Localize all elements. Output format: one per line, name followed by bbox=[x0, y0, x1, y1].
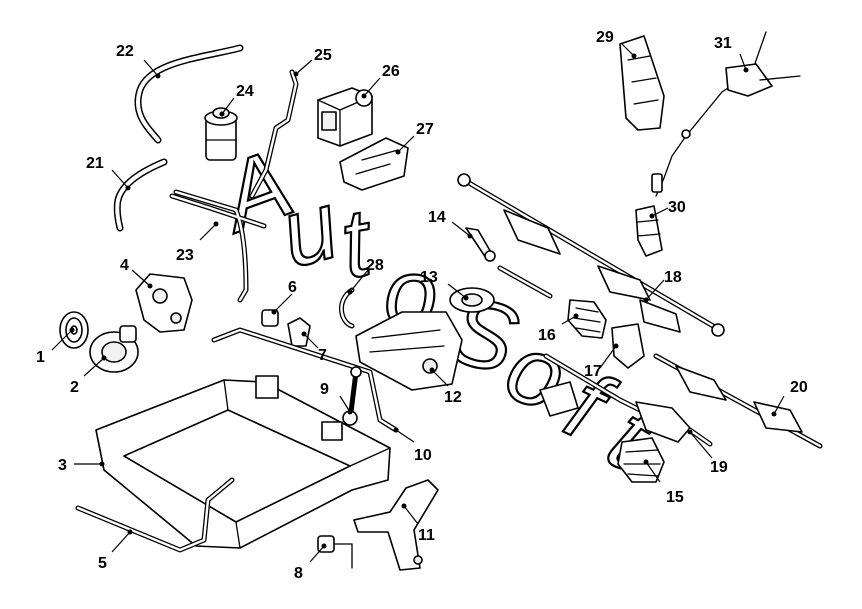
callout-28: 28 bbox=[366, 257, 384, 274]
part-18-rack bbox=[457, 173, 725, 337]
callout-13: 13 bbox=[420, 269, 438, 286]
part-4-bracket bbox=[135, 273, 193, 333]
callout-11: 11 bbox=[418, 527, 435, 544]
part-20-drive-shaft bbox=[653, 353, 823, 449]
callout-19: 19 bbox=[710, 459, 728, 476]
part-5-stabilizer-bar bbox=[75, 477, 235, 553]
part-14-tie-rod-end bbox=[465, 227, 496, 262]
callout-30: 30 bbox=[668, 199, 686, 216]
part-2-pump bbox=[89, 325, 139, 373]
callout-26: 26 bbox=[382, 63, 400, 80]
part-13-valve bbox=[449, 287, 495, 313]
callout-10: 10 bbox=[414, 447, 432, 464]
callouts: 1 2 3 4 5 6 7 8 9 10 bbox=[36, 29, 808, 582]
callout-1: 1 bbox=[36, 349, 45, 366]
part-21-hose bbox=[113, 158, 168, 232]
part-23-pipe bbox=[169, 189, 267, 303]
part-9-link bbox=[342, 366, 362, 426]
callout-6: 6 bbox=[288, 279, 297, 296]
part-3-subframe bbox=[95, 375, 391, 549]
part-22-hose bbox=[134, 44, 244, 144]
callout-25: 25 bbox=[314, 47, 332, 64]
part-29-shield bbox=[619, 35, 665, 131]
watermark-letter-2: u bbox=[270, 171, 349, 288]
callout-3: 3 bbox=[58, 457, 67, 474]
callout-29: 29 bbox=[596, 29, 614, 46]
callout-23: 23 bbox=[176, 247, 194, 264]
callout-9: 9 bbox=[320, 381, 329, 398]
callout-5: 5 bbox=[98, 555, 107, 572]
callout-21: 21 bbox=[86, 155, 104, 172]
callout-24: 24 bbox=[236, 83, 254, 100]
callout-8: 8 bbox=[294, 565, 303, 582]
callout-12: 12 bbox=[444, 389, 462, 406]
callout-7: 7 bbox=[318, 347, 327, 364]
callout-2: 2 bbox=[70, 379, 79, 396]
callout-22: 22 bbox=[116, 43, 134, 60]
part-15-boot bbox=[617, 437, 665, 483]
callout-31: 31 bbox=[714, 35, 732, 52]
callout-14: 14 bbox=[428, 209, 446, 226]
part-7-clamp bbox=[287, 317, 311, 347]
part-8-bush bbox=[317, 535, 353, 569]
callout-20: 20 bbox=[790, 379, 808, 396]
part-31-cable bbox=[651, 31, 801, 197]
part-rod bbox=[497, 265, 553, 299]
callout-18: 18 bbox=[664, 269, 682, 286]
callout-17: 17 bbox=[584, 363, 602, 380]
part-26-module bbox=[317, 87, 373, 147]
part-25-pipe bbox=[249, 69, 299, 199]
part-19-drive-shaft bbox=[635, 401, 713, 447]
callout-27: 27 bbox=[416, 121, 434, 138]
callout-15: 15 bbox=[666, 489, 684, 506]
callout-16: 16 bbox=[538, 327, 556, 344]
part-11-control-arm bbox=[353, 479, 439, 571]
part-10-line bbox=[211, 327, 399, 433]
part-30-boot bbox=[635, 205, 663, 257]
callout-4: 4 bbox=[120, 257, 129, 274]
part-27-bracket bbox=[339, 137, 409, 191]
